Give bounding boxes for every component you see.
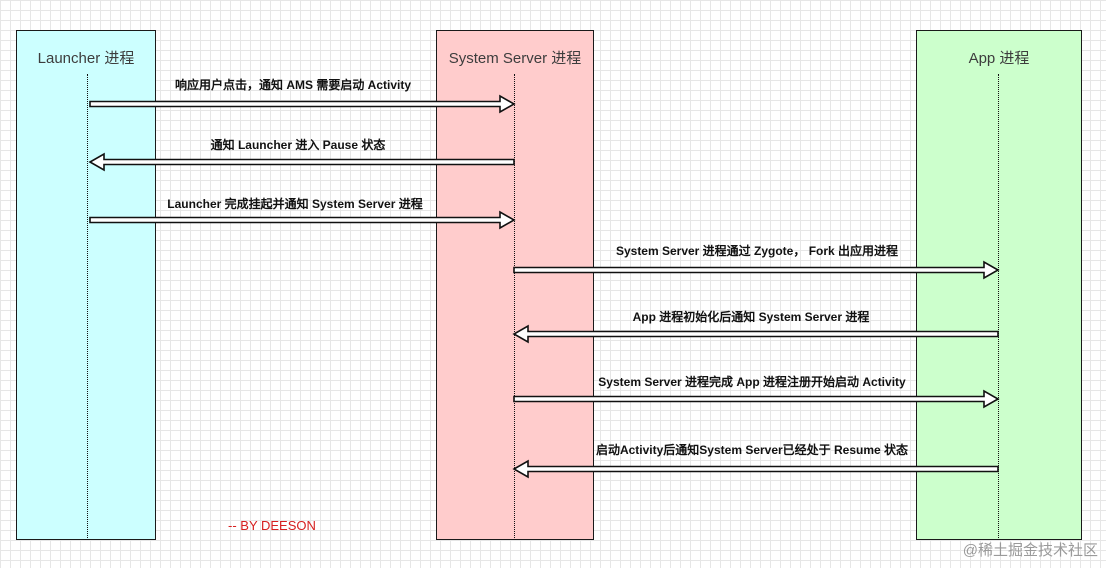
message-arrow-1	[89, 94, 516, 114]
launcher-process-title: Launcher 进程	[37, 50, 135, 67]
message-label-4: System Server 进程通过 Zygote， Fork 出应用进程	[615, 244, 899, 258]
message-label-2: 通知 Launcher 进入 Pause 状态	[210, 138, 386, 152]
system-server-process-title: System Server 进程	[448, 50, 582, 67]
watermark: @稀土掘金技术社区	[962, 542, 1098, 559]
message-label-6: System Server 进程完成 App 进程注册开始启动 Activity	[598, 375, 906, 389]
message-label-3: Launcher 完成挂起并通知 System Server 进程	[167, 197, 423, 211]
app-process-lane: App 进程	[916, 30, 1082, 540]
author-signature: -- BY DEESON	[228, 518, 316, 533]
message-label-7: 启动Activity后通知System Server已经处于 Resume 状态	[595, 443, 909, 457]
message-label-1: 响应用户点击，通知 AMS 需要启动 Activity	[174, 78, 412, 92]
message-arrow-2	[88, 152, 515, 172]
app-lifeline	[998, 74, 999, 540]
system-server-process-lane: System Server 进程	[436, 30, 594, 540]
message-arrow-3	[89, 210, 516, 230]
launcher-process-lane: Launcher 进程	[16, 30, 156, 540]
launcher-lifeline	[87, 74, 88, 540]
message-arrow-7	[512, 459, 999, 479]
message-arrow-6	[513, 389, 1000, 409]
message-arrow-5	[512, 324, 999, 344]
app-process-title: App 进程	[968, 50, 1030, 67]
message-arrow-4	[513, 260, 1000, 280]
system-server-lifeline	[514, 74, 515, 540]
message-label-5: App 进程初始化后通知 System Server 进程	[632, 310, 870, 324]
